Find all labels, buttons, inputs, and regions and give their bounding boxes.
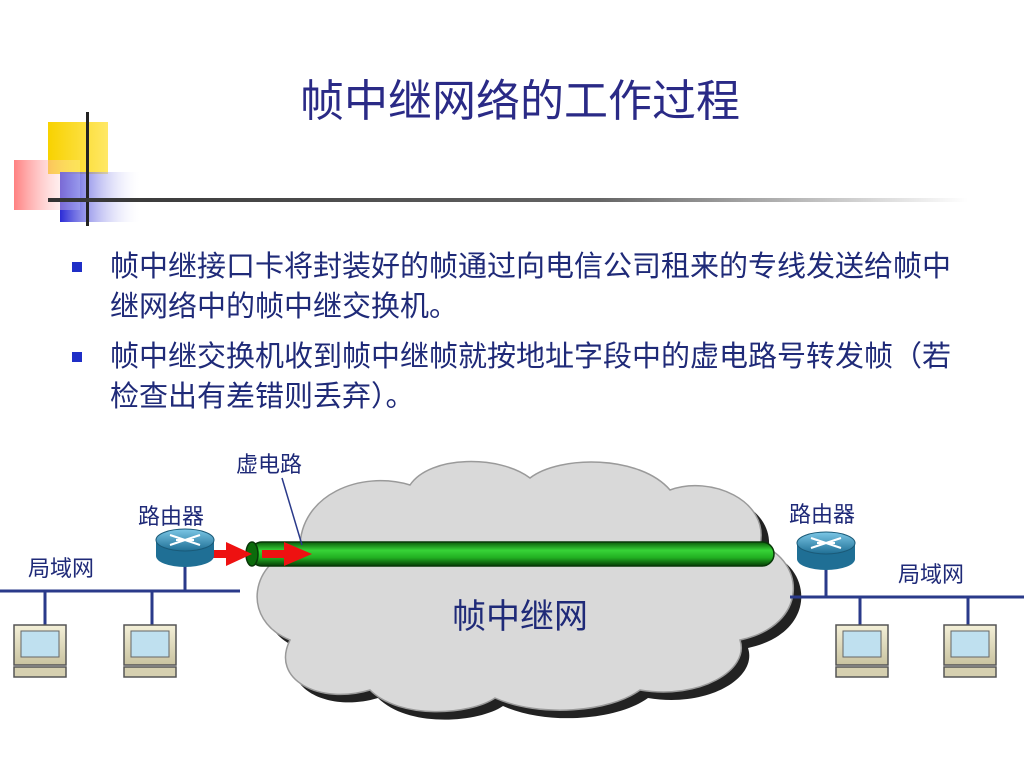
bullet-item: 帧中继交换机收到帧中继帧就按地址字段中的虚电路号转发帧（若检查出有差错则丢弃）。 xyxy=(68,336,968,416)
lan-left-label: 局域网 xyxy=(28,557,94,582)
router-icon xyxy=(155,528,215,567)
router-right-label: 路由器 xyxy=(789,503,855,528)
deco-horizontal-line xyxy=(48,198,968,202)
bullet-square-icon xyxy=(72,262,82,272)
virtual-circuit-label: 虚电路 xyxy=(236,453,302,478)
computer-icon xyxy=(943,624,997,678)
bullet-text: 帧中继交换机收到帧中继帧就按地址字段中的虚电路号转发帧（若检查出有差错则丢弃）。 xyxy=(110,339,952,413)
arrow-icon xyxy=(206,542,312,566)
router-icon xyxy=(796,531,856,570)
bullet-list: 帧中继接口卡将封装好的帧通过向电信公司租来的专线发送给帧中继网络中的帧中继交换机… xyxy=(68,246,968,426)
cloud-label: 帧中继网 xyxy=(452,597,588,637)
slide-title: 帧中继网络的工作过程 xyxy=(300,76,740,127)
computer-icon xyxy=(13,624,67,678)
virtual-circuit-pipe xyxy=(245,541,775,567)
bullet-text: 帧中继接口卡将封装好的帧通过向电信公司租来的专线发送给帧中继网络中的帧中继交换机… xyxy=(110,249,952,323)
router-left-label: 路由器 xyxy=(138,505,204,530)
lan-right-label: 局域网 xyxy=(898,563,964,588)
bullet-square-icon xyxy=(72,352,82,362)
cloud-icon xyxy=(256,460,802,720)
deco-vertical-line xyxy=(86,112,89,226)
bullet-item: 帧中继接口卡将封装好的帧通过向电信公司租来的专线发送给帧中继网络中的帧中继交换机… xyxy=(68,246,968,326)
virtual-circuit-pointer xyxy=(281,477,303,546)
computer-icon xyxy=(123,624,177,678)
decoration xyxy=(14,112,968,226)
computer-icon xyxy=(835,624,889,678)
